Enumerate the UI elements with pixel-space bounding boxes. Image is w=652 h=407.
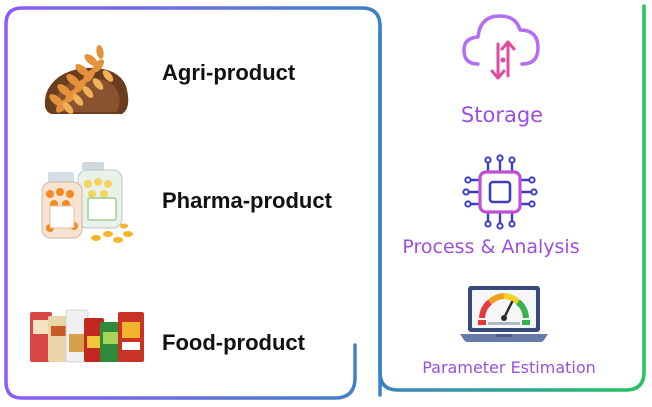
storage-label: Storage	[460, 103, 544, 127]
products-panel-border	[4, 6, 382, 400]
processor-chip-icon	[462, 154, 538, 230]
services-panel-border	[378, 4, 646, 392]
parameter-estimation-label: Parameter Estimation	[422, 358, 596, 377]
cloud-transfer-icon	[462, 14, 540, 80]
pharma-product-label: Pharma-product	[162, 188, 332, 213]
agri-product-label: Agri-product	[162, 60, 296, 85]
food-packages-icon	[30, 309, 144, 363]
pill-bottles-icon	[41, 162, 133, 243]
food-product-label: Food-product	[162, 330, 305, 355]
gauge-laptop-icon	[460, 286, 548, 342]
process-analysis-label: Process & Analysis	[402, 236, 580, 258]
bread-wheat-icon	[44, 45, 129, 114]
